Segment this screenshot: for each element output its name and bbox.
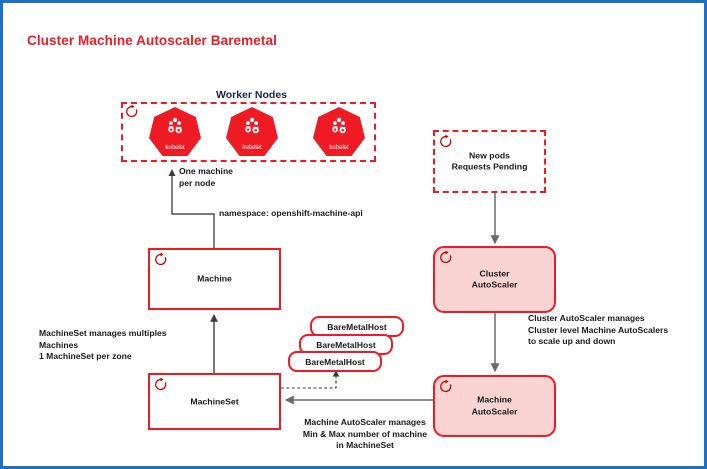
new-pods-box-label: New pods Requests Pending xyxy=(451,150,528,172)
new-pods-box: New pods Requests Pending xyxy=(433,130,546,193)
annotation-machineset-manages: MachineSet manages multiples Machines 1 … xyxy=(39,328,167,361)
worker-node-label: kubelet xyxy=(329,145,349,151)
kubernetes-wheel-icon xyxy=(168,117,182,134)
cluster-autoscaler-label: Cluster AutoScaler xyxy=(471,268,518,290)
openshift-logo-icon xyxy=(438,134,453,154)
openshift-logo-icon xyxy=(124,104,139,124)
kubernetes-wheel-icon xyxy=(245,117,259,134)
page-title: Cluster Machine Autoscaler Baremetal xyxy=(27,33,277,48)
connector-layer xyxy=(168,169,500,405)
openshift-logo-icon xyxy=(153,377,168,397)
worker-node-label: kubelet xyxy=(165,145,185,151)
worker-nodes-group-label: Worker Nodes xyxy=(216,89,287,101)
connector-machineset-to-baremetalhost xyxy=(281,370,340,389)
machineset-box[interactable]: MachineSet xyxy=(148,373,281,430)
worker-node-label: kubelet xyxy=(242,145,262,151)
baremetalhost-label: BareMetalHost xyxy=(327,321,387,332)
openshift-logo-icon xyxy=(438,379,453,399)
machine-box-label: Machine xyxy=(197,273,232,284)
annotation-one-machine-per-node: One machine per node xyxy=(179,166,233,188)
machine-autoscaler-label: Machine AutoScaler xyxy=(471,394,518,417)
machine-box[interactable]: Machine xyxy=(148,248,281,310)
cluster-autoscaler-box[interactable]: Cluster AutoScaler xyxy=(433,246,556,313)
kubernetes-wheel-icon xyxy=(332,117,346,134)
openshift-logo-icon xyxy=(153,252,168,272)
machineset-box-label: MachineSet xyxy=(190,395,239,406)
annotation-cluster-autoscaler-manages: Cluster AutoScaler manages Cluster level… xyxy=(528,313,669,346)
machine-autoscaler-box[interactable]: Machine AutoScaler xyxy=(433,375,556,437)
baremetalhost-box-1[interactable]: BareMetalHost xyxy=(288,351,382,372)
annotation-namespace: namespace: openshift-machine-api xyxy=(219,208,363,218)
openshift-logo-icon xyxy=(438,250,453,270)
annotation-machine-autoscaler-manages: Machine AutoScaler manages Min & Max num… xyxy=(302,417,428,450)
baremetalhost-label: BareMetalHost xyxy=(316,339,376,350)
baremetalhost-label: BareMetalHost xyxy=(305,356,365,367)
